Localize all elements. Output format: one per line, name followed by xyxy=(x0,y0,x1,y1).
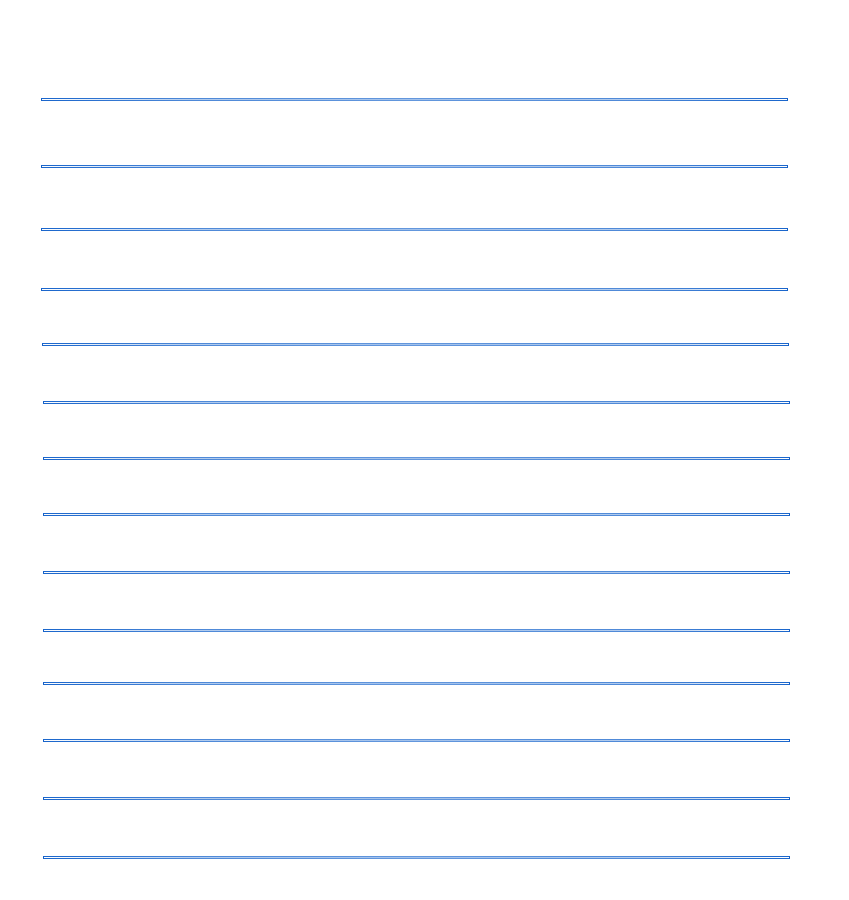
text-field-6[interactable] xyxy=(43,401,790,404)
text-field-9[interactable] xyxy=(43,571,790,574)
text-field-2[interactable] xyxy=(41,165,788,168)
text-field-10[interactable] xyxy=(43,629,790,632)
text-field-13[interactable] xyxy=(43,797,790,800)
text-field-4[interactable] xyxy=(41,288,788,291)
text-field-11[interactable] xyxy=(43,682,790,685)
text-field-5[interactable] xyxy=(42,343,789,346)
text-field-1[interactable] xyxy=(41,98,788,101)
text-field-7[interactable] xyxy=(43,457,790,460)
text-field-8[interactable] xyxy=(43,513,790,516)
text-field-3[interactable] xyxy=(41,228,788,231)
text-field-14[interactable] xyxy=(43,856,790,859)
text-field-12[interactable] xyxy=(43,739,790,742)
